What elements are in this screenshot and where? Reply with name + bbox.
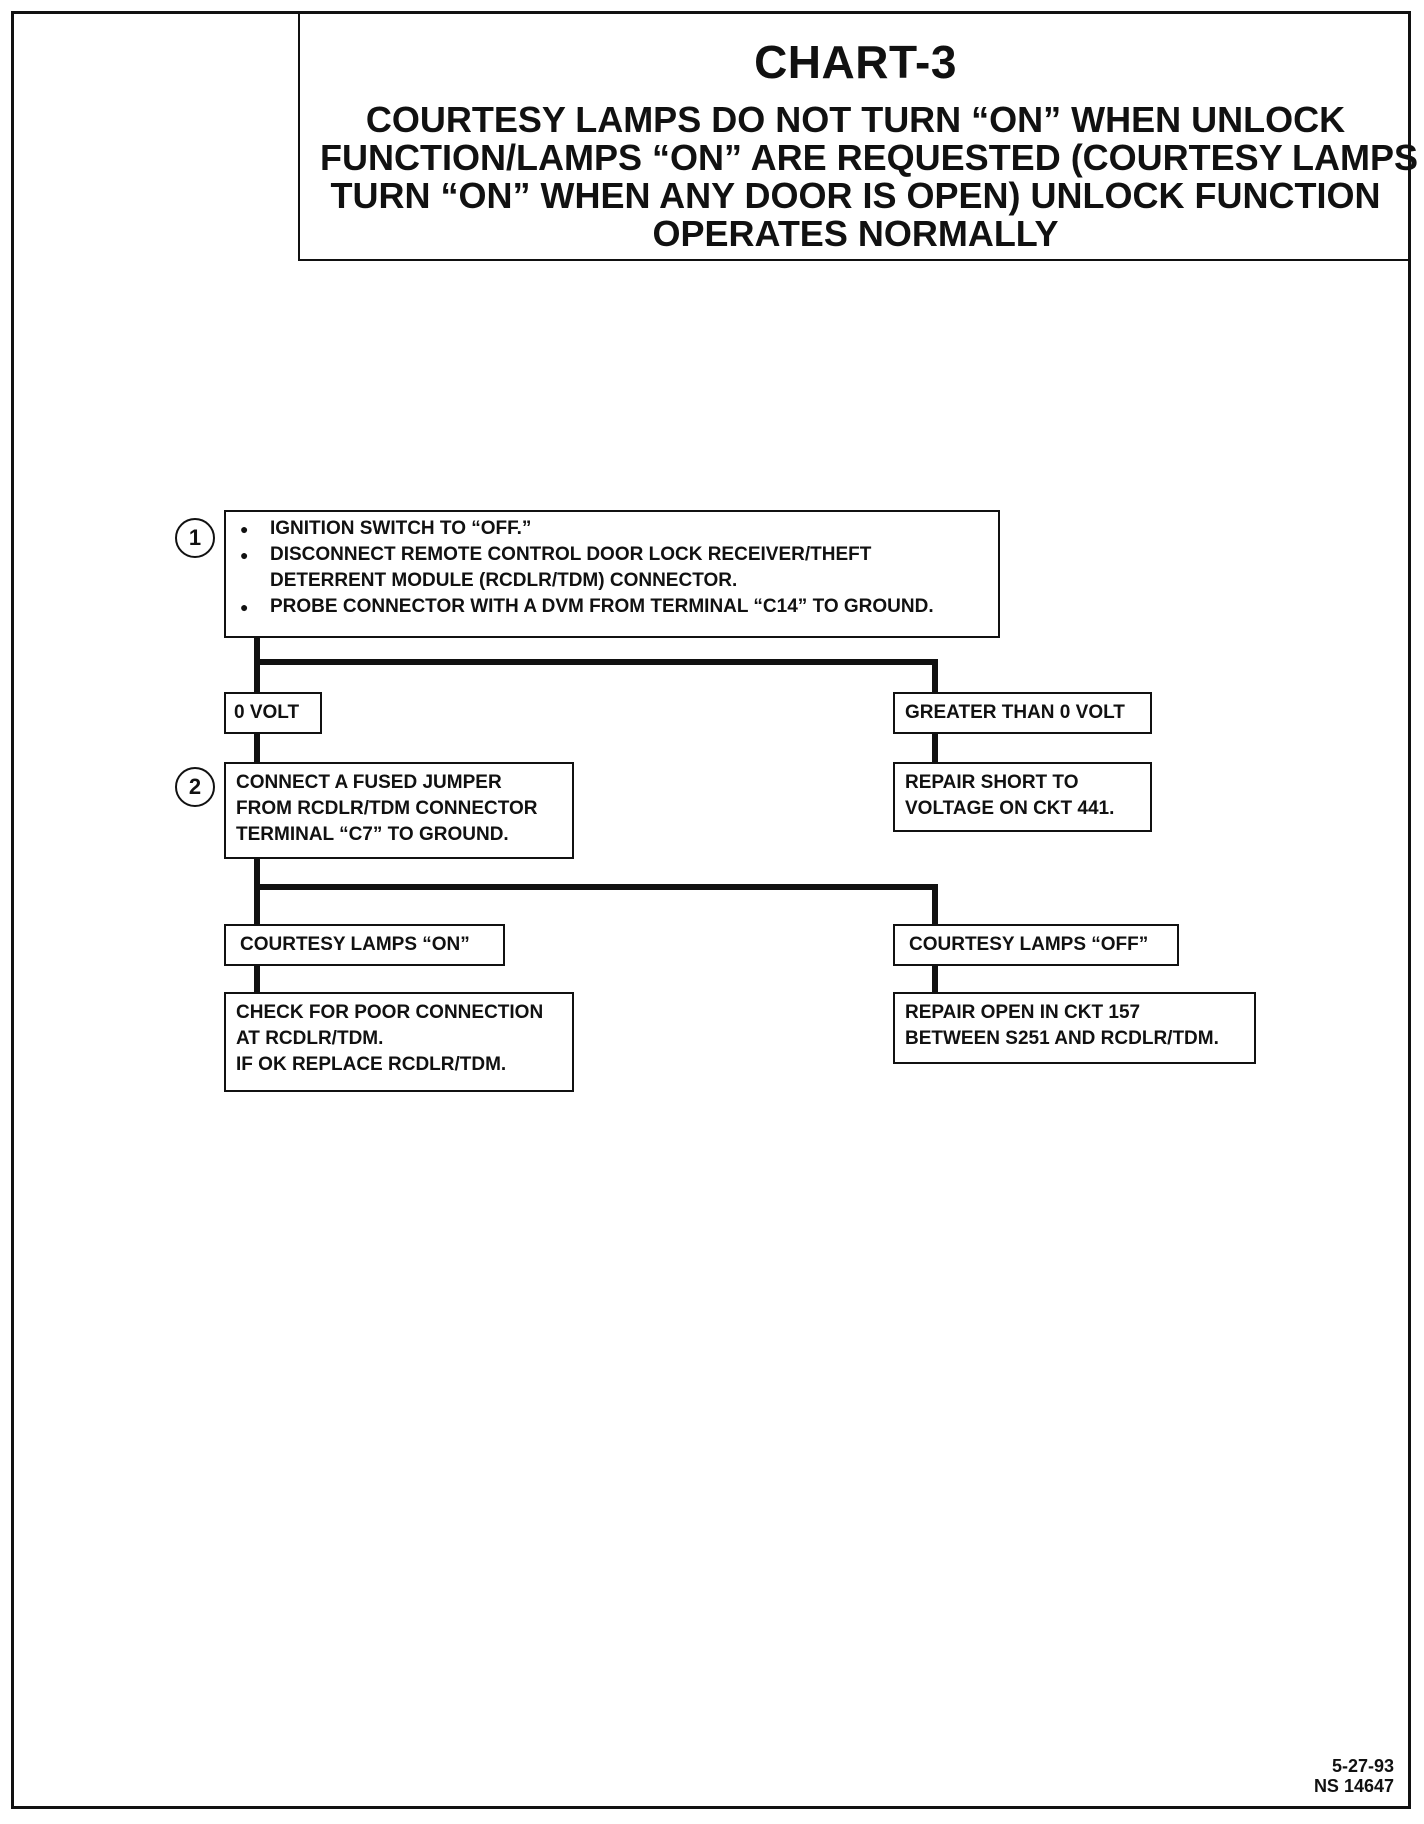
step-number-2: 2 — [175, 767, 215, 807]
result-0-volt-label: 0 VOLT — [234, 702, 300, 723]
connector-branch2-horizontal — [254, 884, 938, 890]
result-greater-label: GREATER THAN 0 VOLT — [905, 702, 1125, 723]
step-number-1: 1 — [175, 518, 215, 558]
result-lamps-off-box: COURTESY LAMPS “OFF” — [893, 924, 1179, 966]
repair-open-box: REPAIR OPEN IN CKT 157 BETWEEN S251 AND … — [893, 992, 1256, 1064]
check-connection-line: AT RCDLR/TDM. — [236, 1028, 384, 1049]
connector-step1-down — [254, 638, 260, 700]
step1-bullet-list: IGNITION SWITCH TO “OFF.” DISCONNECT REM… — [236, 516, 988, 620]
subtitle-line: FUNCTION/LAMPS “ON” ARE REQUESTED (COURT… — [320, 137, 1419, 178]
connector-lamps-off-to-repair — [932, 966, 938, 994]
check-connection-line: CHECK FOR POOR CONNECTION — [236, 1002, 544, 1023]
result-lamps-on-label: COURTESY LAMPS “ON” — [240, 934, 470, 955]
connector-step2-down — [254, 859, 260, 931]
step2-line: FROM RCDLR/TDM CONNECTOR — [236, 798, 538, 819]
repair-short-line: VOLTAGE ON CKT 441. — [905, 798, 1115, 819]
chart-title: CHART-3 — [754, 36, 957, 88]
connector-branch2-right-down — [932, 884, 938, 931]
step1-bullet-line: DISCONNECT REMOTE CONTROL DOOR LOCK RECE… — [270, 544, 872, 565]
footer-date: 5-27-93 — [1331, 1756, 1394, 1776]
connector-0volt-to-step2 — [254, 734, 260, 764]
subtitle-line: OPERATES NORMALLY — [652, 213, 1059, 254]
footer-reference: 5-27-93 NS 14647 — [1314, 1756, 1394, 1796]
check-connection-box: CHECK FOR POOR CONNECTION AT RCDLR/TDM. … — [224, 992, 574, 1092]
subtitle-line: TURN “ON” WHEN ANY DOOR IS OPEN) UNLOCK … — [330, 175, 1381, 216]
step2-box: CONNECT A FUSED JUMPER FROM RCDLR/TDM CO… — [224, 762, 574, 859]
repair-open-line: BETWEEN S251 AND RCDLR/TDM. — [905, 1028, 1219, 1049]
connector-branch1-horizontal — [254, 659, 938, 665]
footer-ref: NS 14647 — [1313, 1776, 1394, 1796]
step1-bullet-line: DETERRENT MODULE (RCDLR/TDM) CONNECTOR. — [270, 570, 738, 591]
step1-bullet: PROBE CONNECTOR WITH A DVM FROM TERMINAL… — [236, 594, 988, 620]
chart-subtitle: COURTESY LAMPS DO NOT TURN “ON” WHEN UNL… — [300, 99, 1419, 254]
result-greater-box: GREATER THAN 0 VOLT — [893, 692, 1152, 734]
step1-bullet: DISCONNECT REMOTE CONTROL DOOR LOCK RECE… — [236, 542, 988, 594]
step1-box: IGNITION SWITCH TO “OFF.” DISCONNECT REM… — [224, 510, 1000, 638]
result-lamps-off-label: COURTESY LAMPS “OFF” — [909, 934, 1149, 955]
connector-lamps-on-to-check — [254, 966, 260, 994]
result-lamps-on-box: COURTESY LAMPS “ON” — [224, 924, 505, 966]
subtitle-line: COURTESY LAMPS DO NOT TURN “ON” WHEN UNL… — [365, 99, 1346, 140]
step1-bullet: IGNITION SWITCH TO “OFF.” — [236, 516, 988, 542]
check-connection-line: IF OK REPLACE RCDLR/TDM. — [236, 1054, 507, 1075]
title-box: CHART-3 COURTESY LAMPS DO NOT TURN “ON” … — [298, 11, 1419, 261]
repair-short-line: REPAIR SHORT TO — [905, 772, 1079, 793]
connector-greater-to-repair — [932, 734, 938, 764]
result-0-volt-box: 0 VOLT — [224, 692, 322, 734]
step2-line: CONNECT A FUSED JUMPER — [236, 772, 502, 793]
page-frame — [11, 11, 1411, 1809]
connector-branch1-right-down — [932, 659, 938, 701]
repair-short-box: REPAIR SHORT TO VOLTAGE ON CKT 441. — [893, 762, 1152, 832]
step2-line: TERMINAL “C7” TO GROUND. — [236, 824, 509, 845]
repair-open-line: REPAIR OPEN IN CKT 157 — [905, 1002, 1141, 1023]
